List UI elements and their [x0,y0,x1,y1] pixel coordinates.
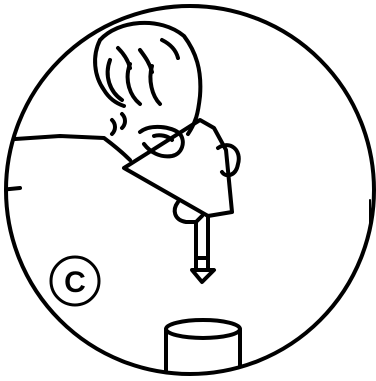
step-label: C [64,266,86,299]
step-label-badge: C [51,257,99,305]
